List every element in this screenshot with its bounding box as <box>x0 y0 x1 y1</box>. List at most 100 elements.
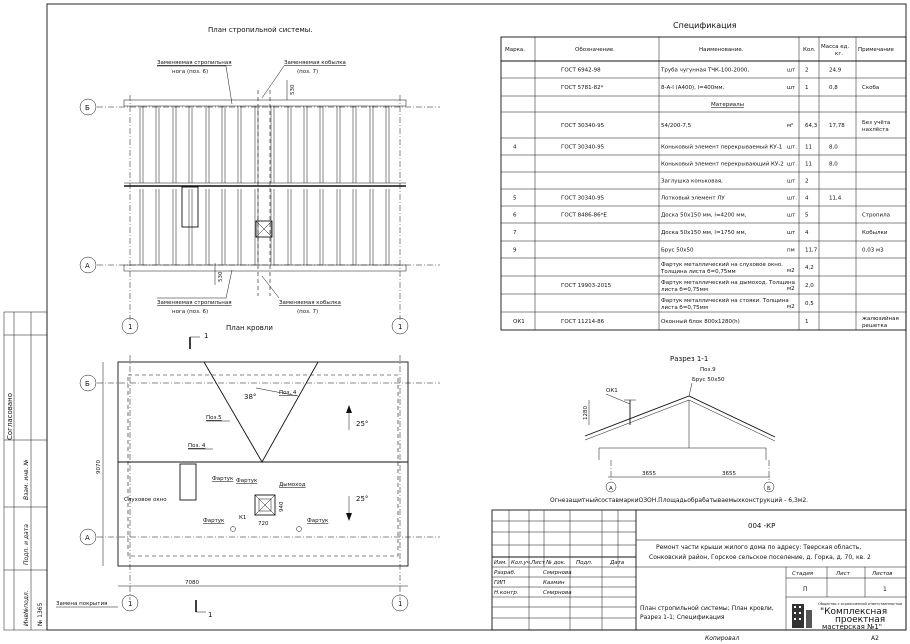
footer-copied: Копировал <box>705 635 739 642</box>
label-kob-top-1: Заменяемая кобылка <box>284 60 346 66</box>
spec-unit: м2 <box>787 268 795 274</box>
tb-name-2: Казмин <box>543 580 565 586</box>
rafter-plan: План стропильной системы. Заменяемая стр… <box>79 26 440 349</box>
spec-row: Фартук металлический на слуховое окно.То… <box>660 261 814 275</box>
section-dim-1280: 1280 <box>583 406 589 420</box>
roof-dim-9070: 9070 <box>96 460 102 474</box>
roof-plan-title: План кровли <box>226 324 273 332</box>
rafter-plan-title: План стропильной системы. <box>208 26 313 34</box>
spec-name: 54/200-7,5 <box>661 123 692 129</box>
spec-header-4: Масса ед.кг. <box>821 44 849 57</box>
section-ok1: ОК1 <box>606 388 618 394</box>
spec-qty: 11,7 <box>805 248 818 254</box>
spec-row: ГОСТ 6942-98 Труба чугунная ТЧК-100-2000,… <box>561 68 842 74</box>
spec-name: Материалы <box>711 102 744 108</box>
spec-unit: шт <box>787 179 796 185</box>
spec-name: 8-А-I (А400), l=400мм, <box>661 85 725 91</box>
roof-poz4-top: Поз. 4 <box>279 390 297 396</box>
spec-mass: 8,0 <box>829 145 838 151</box>
rafter-axis-b: Б <box>85 104 90 112</box>
tb-sheet-name-2: Разрез 1-1; Спецификация <box>640 614 725 621</box>
section-poz9: Поз.9 <box>700 367 716 373</box>
spec-qty: 2 <box>805 179 809 185</box>
spec-row: Материалы <box>711 102 744 108</box>
spec-mark: 9 <box>513 248 517 254</box>
spec-name: Доска 50х150 мм, l=1750 мм, <box>661 230 747 236</box>
inv-number: № 1365 <box>37 602 44 626</box>
spec-unit: шт. <box>787 162 797 168</box>
roof-plan: План кровли 38° Поз. 4 Поз.5 Поз. 4 25° … <box>56 324 440 619</box>
spec-designation: ГОСТ 5781-82* <box>561 85 604 91</box>
spec-unit: м2 <box>787 286 795 292</box>
roof-axis-1-left: 1 <box>128 600 132 608</box>
tb-project-1: Ремонт части крыши жилого дома по адресу… <box>656 544 861 551</box>
label-nogi-bot-2: нога (поз. 6) <box>172 309 208 315</box>
roof-axis-a: А <box>85 534 90 542</box>
spec-unit: шт <box>787 230 796 236</box>
roof-fartuk-3: Фартук <box>203 518 225 524</box>
spec-qty: 1 <box>805 319 809 325</box>
spec-name: Коньковый элемент перекрываемый КУ-1 <box>661 144 782 151</box>
podp-label: Подп. и дата <box>23 524 30 565</box>
tb-col-list: Лист <box>530 560 546 566</box>
slope-top: 25° <box>356 420 368 428</box>
vzam-label: Взам. инв. № <box>23 459 30 500</box>
tb-col-podp: Подп. <box>576 560 593 566</box>
side-stamp: Согласовано Взам. инв. № Подп. и дата Ин… <box>3 311 48 631</box>
spec-mark: 4 <box>513 145 517 151</box>
roof-fartuk-4: Фартук <box>307 518 329 524</box>
spec-note: 0,03 м3 <box>862 248 884 254</box>
roof-sluhovoe: Слуховое окно <box>124 497 167 503</box>
tb-sheet-h: Лист <box>835 571 851 577</box>
tb-code: 004 -КР <box>748 522 775 530</box>
tb-org-small: Общество с ограниченной ответственностью <box>818 602 902 606</box>
spec-name: Коньковый элемент перекрывающий КУ-2 <box>661 161 784 168</box>
roof-cut-mark: 1 <box>208 611 212 619</box>
dim-530-top: 530 <box>290 84 296 95</box>
tb-stage-h: Стадия <box>792 571 814 577</box>
spec-mass: 0,8 <box>829 85 838 91</box>
section-axis-a: А <box>609 486 613 492</box>
label-kob-bot-1: Заменяемая кобылка <box>279 300 341 306</box>
roof-dymohod: Дымоход <box>279 482 306 488</box>
spec-name: Фартук металлический на дымоход. Толщина… <box>661 279 795 293</box>
spec-note: Кобылки <box>862 230 888 236</box>
roof-k1: К1 <box>239 515 246 521</box>
tb-name-1: Смирнова <box>543 570 572 576</box>
spec-note: Скоба <box>862 85 879 91</box>
spec-unit: м2 <box>787 304 795 310</box>
tb-org-2: проектная <box>835 615 885 625</box>
tb-name-3: Смирнова <box>543 590 572 596</box>
tb-col-izm: Изм. <box>494 560 507 566</box>
tb-sheet-name-1: План стропильной системы; План кровли, <box>640 605 774 612</box>
label-kob-top-2: (поз. 7) <box>297 69 318 75</box>
tb-role-3: Н.контр. <box>494 590 519 596</box>
label-nogi-top-2: нога (поз. 6) <box>172 69 208 75</box>
tb-sheets-h: Листов <box>871 571 893 577</box>
title-block: 004 -КР Ремонт части крыши жилого дома п… <box>491 509 907 631</box>
roof-dim-940: 940 <box>279 501 285 512</box>
spec-name: Труба чугунная ТЧК-100-2000, <box>660 68 749 74</box>
spec-header-3: Кол. <box>803 47 816 53</box>
spec-designation: ГОСТ 30340-95 <box>561 123 605 129</box>
spec-mass: 8,0 <box>829 162 838 168</box>
roof-fartuk-1: Фартук <box>212 476 234 482</box>
rafter-axis-1-right: 1 <box>398 323 402 331</box>
spec-header-2: Наименование. <box>699 47 744 53</box>
spec-qty: 11 <box>805 145 812 151</box>
roof-axis-1-right: 1 <box>398 600 402 608</box>
footer-format: А2 <box>871 635 879 642</box>
spec-mark: 5 <box>513 196 517 202</box>
spec-designation: ГОСТ 6942-98 <box>561 68 601 74</box>
spec-qty: 0,5 <box>805 301 814 307</box>
spec-name: Доска 50х150 мм, l=4200 мм, <box>661 213 747 219</box>
